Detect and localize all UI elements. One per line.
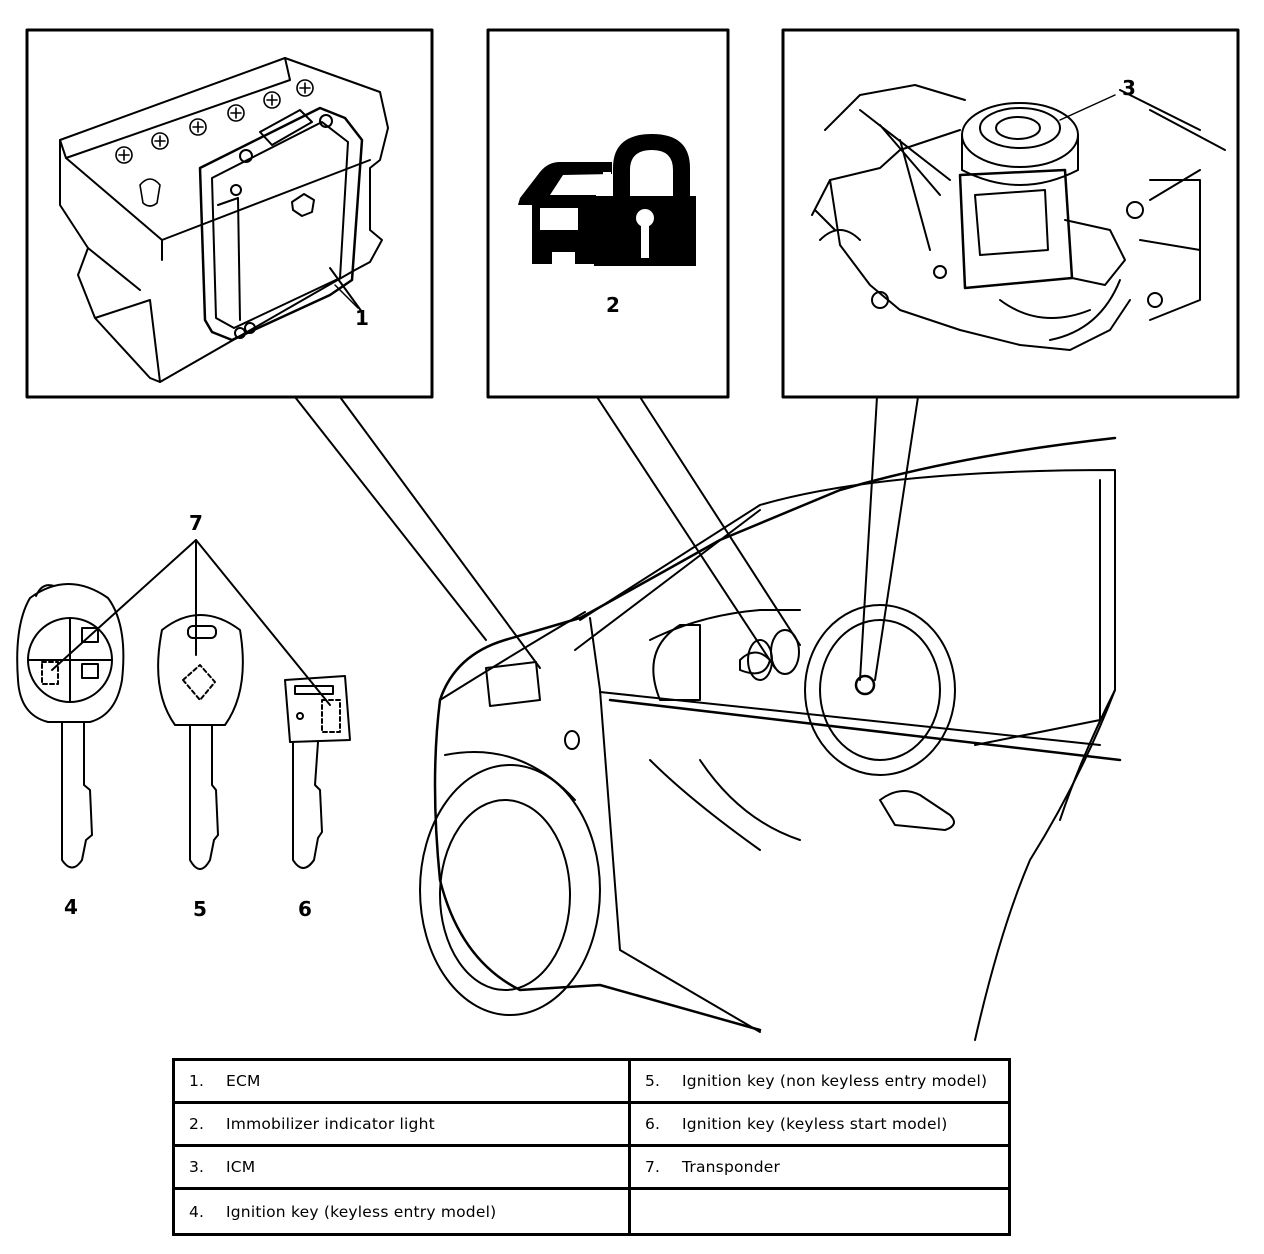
legend-text: Immobilizer indicator light <box>226 1115 435 1133</box>
legend-num: 7. <box>645 1158 661 1176</box>
legend-num: 5. <box>645 1072 661 1090</box>
ecm-inset <box>25 28 434 399</box>
key-5-drawing <box>157 614 244 870</box>
car-lock-icon <box>518 134 696 266</box>
legend-item-6: 6. Ignition key (keyless start model) <box>631 1104 1008 1147</box>
icm-inset <box>781 28 1240 399</box>
legend-text: Ignition key (keyless entry model) <box>226 1202 497 1221</box>
legend-text: Ignition key (keyless start model) <box>682 1115 948 1133</box>
key-4-drawing <box>16 583 125 869</box>
legend-text: ICM <box>226 1158 256 1176</box>
legend-num: 2. <box>189 1115 205 1133</box>
leader-lines <box>51 396 919 706</box>
legend-text: ECM <box>226 1072 261 1090</box>
key-6-drawing <box>284 675 351 869</box>
legend-table: 1. ECM 5. Ignition key (non keyless entry … <box>172 1058 1011 1236</box>
legend-num: 4. <box>189 1202 205 1221</box>
callout-4: 4 <box>64 895 78 919</box>
callout-2: 2 <box>606 293 620 317</box>
callout-3: 3 <box>1122 76 1136 100</box>
legend-item-3: 3. ICM <box>175 1147 631 1190</box>
legend-item-2: 2. Immobilizer indicator light <box>175 1104 631 1147</box>
legend-item-4: 4. Ignition key (keyless entry model) <box>175 1190 631 1233</box>
legend-item-empty <box>631 1190 1008 1233</box>
legend-num: 1. <box>189 1072 205 1090</box>
callout-1: 1 <box>355 306 369 330</box>
indicator-light-inset <box>486 28 730 399</box>
callout-7: 7 <box>189 511 203 535</box>
callout-6: 6 <box>298 897 312 921</box>
legend-num: 6. <box>645 1115 661 1133</box>
legend-item-1: 1. ECM <box>175 1061 631 1104</box>
legend-text: Ignition key (non keyless entry model) <box>682 1072 988 1090</box>
legend-item-7: 7. Transponder <box>631 1147 1008 1190</box>
legend-num: 3. <box>189 1158 205 1176</box>
vehicle-drawing <box>419 436 1122 1041</box>
callout-5: 5 <box>193 897 207 921</box>
legend-text: Transponder <box>682 1158 781 1176</box>
legend-item-5: 5. Ignition key (non keyless entry model) <box>631 1061 1008 1104</box>
